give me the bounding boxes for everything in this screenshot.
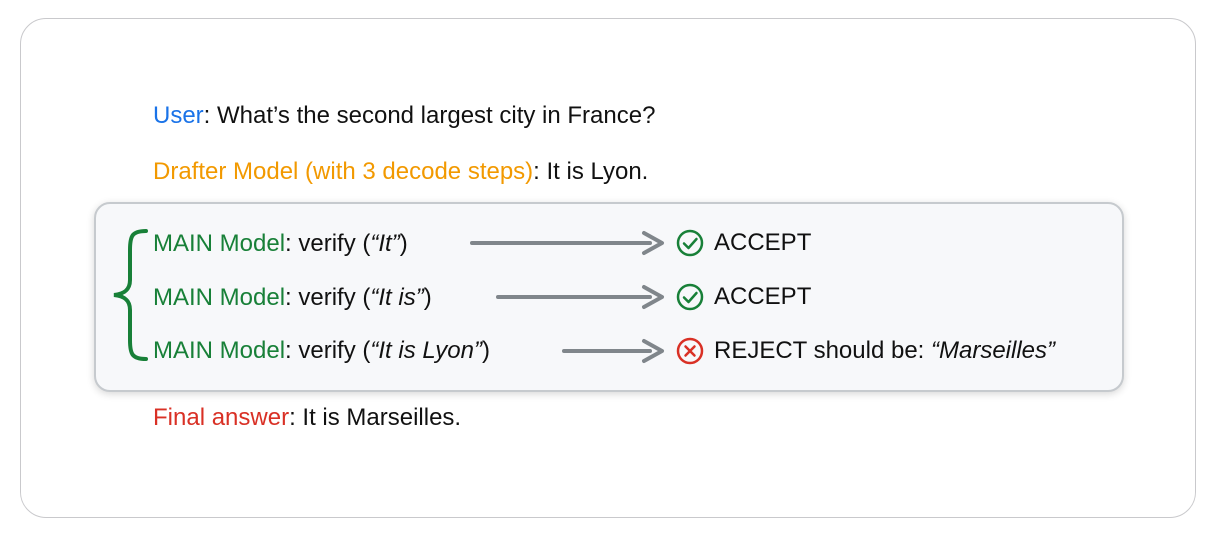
verify-prefix: : verify ( [285,284,371,311]
correction-quote: “Marseilles” [931,337,1056,364]
arrow-right-icon [496,285,664,309]
x-circle-icon [676,337,704,365]
final-answer-label: Final answer [153,404,290,431]
verify-suffix: ) [482,337,490,364]
verify-quote: “It” [370,230,400,257]
verify-prefix: : verify ( [285,337,371,364]
final-answer-text: : It is Marseilles. [289,404,462,431]
user-line: User: What’s the second largest city in … [153,101,655,131]
final-answer-line: Final answer: It is Marseilles. [153,403,461,433]
verify-quote: “It is Lyon” [370,337,482,364]
drafter-output: : It is Lyon. [533,158,649,185]
drafter-line: Drafter Model (with 3 decode steps): It … [153,157,648,187]
verify-suffix: ) [423,284,432,311]
verify-prefix: : verify ( [285,230,371,257]
status-label: ACCEPT [714,283,812,310]
main-model-label: MAIN Model [153,284,286,311]
status-label: REJECT should be: [714,337,931,364]
verify-row-3: MAIN Model: verify (“It is Lyon”) [153,336,490,366]
check-circle-icon [676,283,704,311]
arrow-right-icon [562,339,664,363]
status-accept-1: ACCEPT [676,228,811,258]
drafter-label: Drafter Model (with 3 decode steps) [153,158,534,185]
user-label: User [153,102,204,129]
status-label: ACCEPT [714,229,812,256]
curly-brace-icon [113,229,148,361]
status-accept-2: ACCEPT [676,282,811,312]
check-circle-icon [676,229,704,257]
verify-quote: “It is” [370,284,424,311]
arrow-right-icon [470,231,664,255]
main-model-label: MAIN Model [153,337,286,364]
verify-row-1: MAIN Model: verify (“It”) [153,229,408,259]
main-model-label: MAIN Model [153,230,286,257]
verify-row-2: MAIN Model: verify (“It is”) [153,283,432,313]
user-question: : What’s the second largest city in Fran… [203,102,656,129]
status-reject: REJECT should be: “Marseilles” [676,336,1055,366]
verify-suffix: ) [399,230,408,257]
